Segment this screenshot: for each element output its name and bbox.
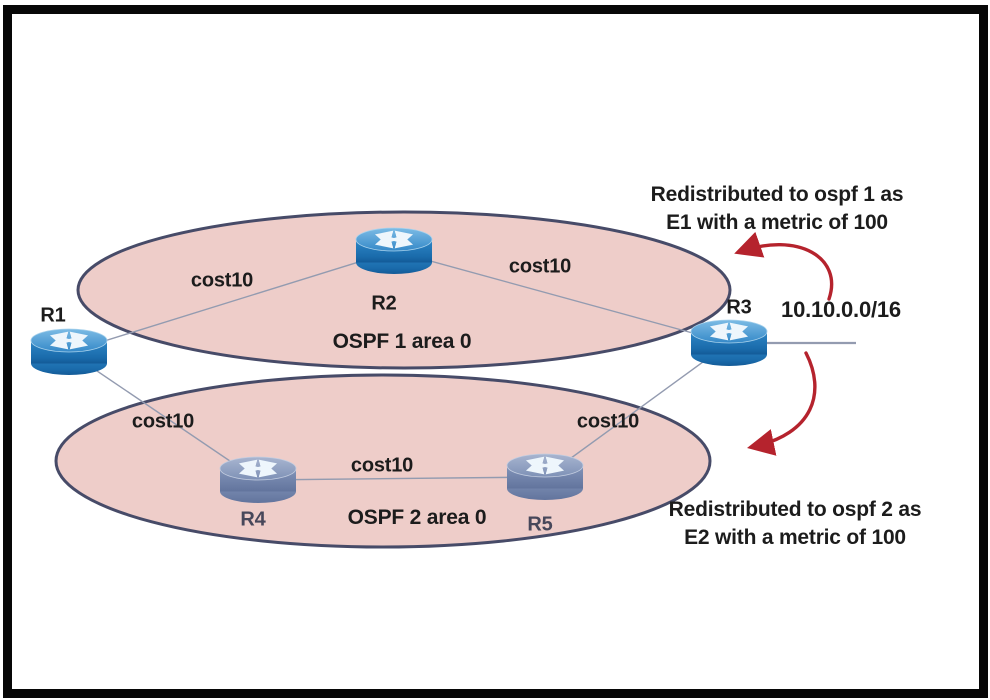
redistribute-ospf1-line2: E1 with a metric of 100 <box>666 211 888 234</box>
redistribute-ospf2-annotation: Redistributed to ospf 2 as E2 with a met… <box>669 496 922 552</box>
router-r5-icon <box>506 453 584 500</box>
ospf1-area-label: OSPF 1 area 0 <box>332 330 472 353</box>
redistribute-arrow-ospf1 <box>734 231 834 301</box>
ospf2-area-ellipse <box>54 373 712 549</box>
link-r1-r2 <box>68 250 395 353</box>
router-r2-icon <box>355 227 433 274</box>
redistribute-arrow-ospf2 <box>747 351 817 456</box>
router-r5-label: R5 <box>527 513 553 536</box>
router-r3-label: R3 <box>726 296 752 319</box>
router-r3-icon <box>690 319 768 366</box>
redistribute-ospf2-line2: E2 with a metric of 100 <box>684 526 906 549</box>
external-network-label: 10.10.0.0/16 <box>781 297 901 322</box>
link-r5-r3 <box>544 342 730 478</box>
link-r4-r5 <box>257 476 546 481</box>
router-r1-label: R1 <box>40 304 66 327</box>
ospf1-area-ellipse <box>76 210 732 370</box>
link-r2-r3 <box>393 250 730 344</box>
cost-label-r4-r5: cost10 <box>350 454 414 477</box>
cost-label-r5-r3: cost10 <box>576 410 640 433</box>
cost-label-r2-r3: cost10 <box>508 255 572 278</box>
ospf2-area-label: OSPF 2 area 0 <box>347 506 487 529</box>
cost-label-r1-r4: cost10 <box>131 410 195 433</box>
router-r4-label: R4 <box>240 508 266 531</box>
redistribute-ospf2-line1: Redistributed to ospf 2 as <box>668 498 922 521</box>
redistribute-ospf1-annotation: Redistributed to ospf 1 as E1 with a met… <box>651 181 904 237</box>
router-r2-label: R2 <box>371 292 397 315</box>
redistribute-ospf1-line1: Redistributed to ospf 1 as <box>650 183 904 206</box>
cost-label-r1-r2: cost10 <box>190 269 254 292</box>
link-r1-r4 <box>68 351 259 481</box>
router-r1-icon <box>30 328 108 375</box>
router-r4-icon <box>219 456 297 503</box>
